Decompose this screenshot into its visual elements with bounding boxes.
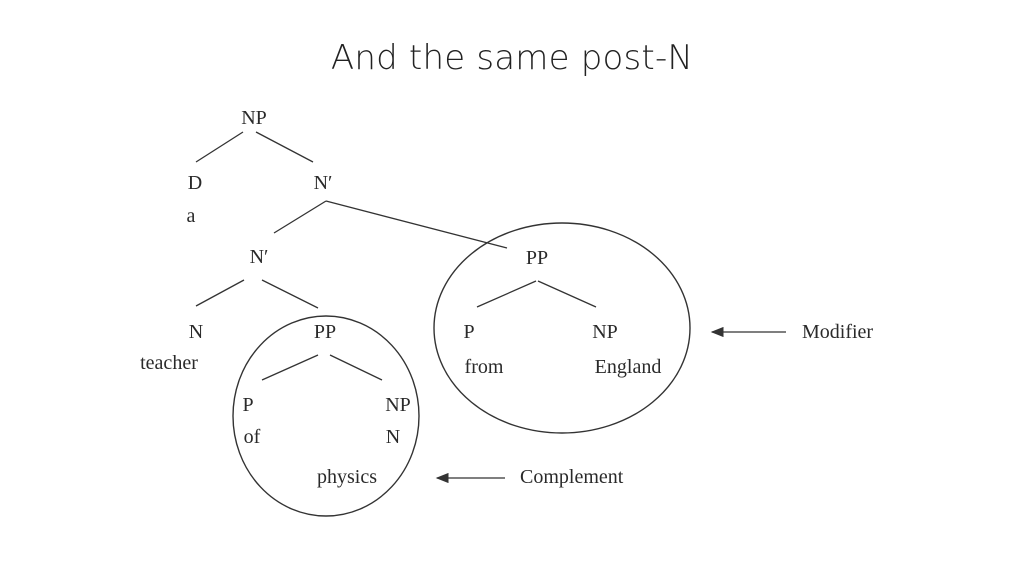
branch-np-d — [195, 131, 244, 163]
branch-pp-p-from — [476, 280, 537, 308]
label-modifier: Modifier — [802, 321, 873, 343]
node-nbar-mid: N′ — [250, 246, 269, 268]
node-pp-from: PP — [526, 247, 548, 269]
node-np-physics: NP — [385, 394, 411, 416]
node-p-from: P — [463, 321, 474, 343]
node-np-root: NP — [241, 107, 267, 129]
node-determiner-a: a — [187, 205, 196, 227]
word-of: of — [244, 426, 261, 448]
word-physics: physics — [317, 466, 377, 488]
slide-title: And the same post-N — [330, 38, 694, 78]
node-p-of: P — [242, 394, 253, 416]
branch-nbar-nbar — [273, 200, 327, 234]
word-england: England — [595, 356, 662, 378]
branch-pp-p-of — [261, 354, 319, 381]
branch-np-nbar — [255, 131, 314, 163]
branch-nbar-pp-from — [325, 200, 508, 249]
node-nbar-top: N′ — [314, 172, 333, 194]
word-from: from — [465, 356, 504, 378]
complement-circle — [232, 315, 420, 517]
modifier-circle — [433, 222, 691, 434]
branch-pp-np-england — [537, 280, 597, 308]
branch-nbar-n — [195, 279, 245, 307]
node-np-england: NP — [592, 321, 618, 343]
branch-nbar-pp-of — [261, 279, 319, 309]
label-complement: Complement — [520, 466, 624, 488]
node-pp-of: PP — [314, 321, 336, 343]
node-d: D — [188, 172, 202, 194]
word-teacher: teacher — [140, 352, 198, 374]
node-n: N — [189, 321, 203, 343]
node-n-physics: N — [386, 426, 400, 448]
branch-pp-np-physics — [329, 354, 383, 381]
